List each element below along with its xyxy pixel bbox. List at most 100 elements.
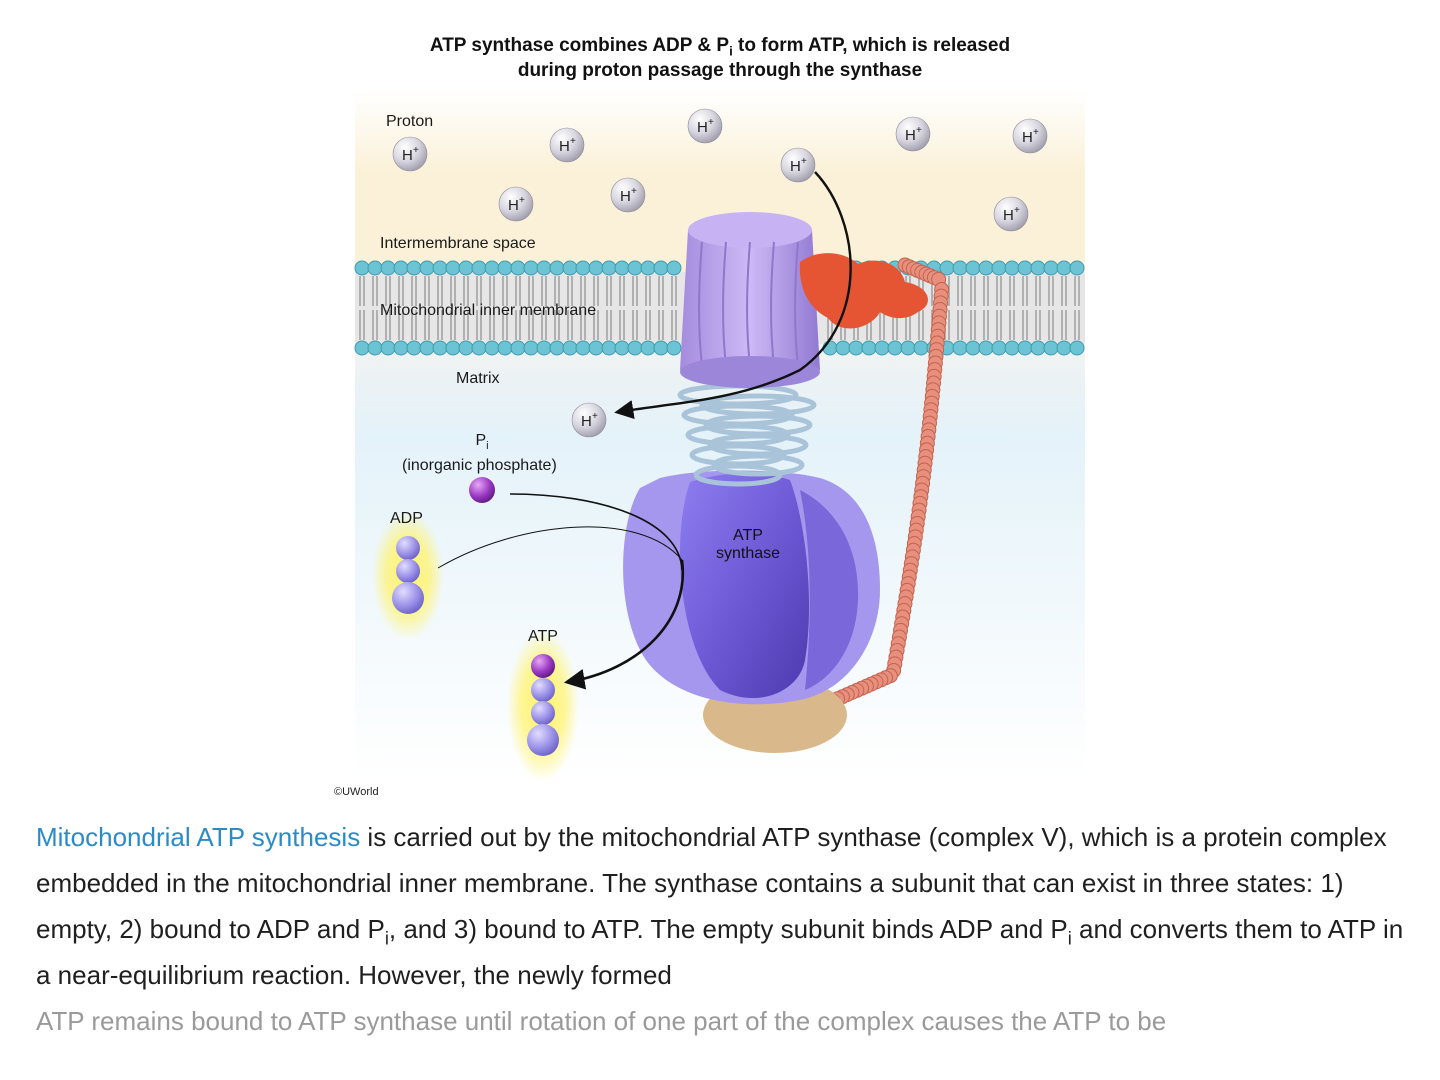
proton-ion: H+ [499, 187, 533, 221]
lipid-head [914, 341, 928, 355]
lipid-head [524, 261, 538, 275]
lipid-head [979, 341, 993, 355]
lipid-head [459, 341, 473, 355]
proton-symbol: H [620, 188, 631, 205]
lipid-head [589, 261, 603, 275]
proton-charge: + [413, 145, 419, 156]
lipid-head [667, 341, 681, 355]
lipid-head [979, 261, 993, 275]
lipid-head [1057, 341, 1071, 355]
nucleotide-bead [531, 678, 555, 702]
lipid-head [901, 341, 915, 355]
proton-label: Proton [386, 113, 433, 131]
lipid-head [849, 341, 863, 355]
atp-label: ATP [528, 628, 558, 646]
lipid-head [563, 341, 577, 355]
lipid-head [485, 261, 499, 275]
proton-symbol: H [508, 197, 519, 214]
lipid-head [355, 341, 369, 355]
proton-ion: H+ [896, 117, 930, 151]
inorganic-phosphate-bead [469, 477, 495, 503]
lipid-head [1031, 341, 1045, 355]
nucleotide-bead [396, 559, 420, 583]
lipid-head [966, 261, 980, 275]
c-ring-rotor [680, 212, 820, 388]
lipid-head [953, 261, 967, 275]
proton-charge: + [519, 195, 525, 206]
lipid-head [1018, 341, 1032, 355]
proton-charge: + [708, 117, 714, 128]
lipid-head [1005, 261, 1019, 275]
lipid-head [368, 341, 382, 355]
pi-name-label: (inorganic phosphate) [402, 457, 557, 475]
lipid-head [563, 261, 577, 275]
proton-symbol: H [905, 127, 916, 144]
lipid-head [992, 261, 1006, 275]
phosphate-bead [531, 654, 555, 678]
proton-ion: H+ [572, 403, 606, 437]
proton-ion: H+ [1013, 119, 1047, 153]
lipid-head [1044, 261, 1058, 275]
proton-symbol: H [790, 158, 801, 175]
lipid-head [537, 261, 551, 275]
proton-symbol: H [1003, 207, 1014, 224]
lipid-head [472, 261, 486, 275]
proton-symbol: H [697, 119, 708, 136]
atp-synthase-diagram: H+H+H+H+H+H+H+H+H+H+ [0, 0, 1440, 800]
lipid-head [953, 341, 967, 355]
lipid-head [381, 261, 395, 275]
mitochondrial-atp-synthesis-link[interactable]: Mitochondrial ATP synthesis [36, 822, 360, 852]
lipid-head [1018, 261, 1032, 275]
lipid-head [368, 261, 382, 275]
proton-charge: + [570, 136, 576, 147]
lipid-head [667, 261, 681, 275]
lipid-head [355, 261, 369, 275]
lipid-head [654, 261, 668, 275]
lipid-head [836, 341, 850, 355]
f1-head [623, 471, 880, 705]
lipid-head [433, 261, 447, 275]
lipid-head [407, 341, 421, 355]
inner-membrane-label: Mitochondrial inner membrane [380, 302, 596, 320]
adp-label: ADP [390, 510, 423, 528]
lipid-head [511, 261, 525, 275]
lipid-head [498, 261, 512, 275]
pi-label: Pi [475, 432, 488, 452]
lipid-head [875, 341, 889, 355]
atp-synthase-figure: H+H+H+H+H+H+H+H+H+H+ ATP synthase combin… [0, 0, 1440, 800]
proton-ion: H+ [781, 148, 815, 182]
lipid-head [407, 261, 421, 275]
lipid-head [433, 341, 447, 355]
proton-ion: H+ [688, 109, 722, 143]
figure-title: ATP synthase combines ADP & Pi to form A… [300, 33, 1140, 83]
proton-ion: H+ [393, 137, 427, 171]
lipid-head [888, 341, 902, 355]
lipid-head [602, 341, 616, 355]
nucleotide-bead [396, 536, 420, 560]
lipid-head [1070, 341, 1084, 355]
lipid-head [654, 341, 668, 355]
proton-charge: + [1014, 205, 1020, 216]
lipid-head [1070, 261, 1084, 275]
lipid-head [446, 261, 460, 275]
explanation-paragraph: Mitochondrial ATP synthesis is carried o… [36, 814, 1406, 1044]
lipid-head [641, 341, 655, 355]
lipid-head [641, 261, 655, 275]
explanation-text: Mitochondrial ATP synthesis is carried o… [36, 814, 1406, 1044]
proton-charge: + [1033, 127, 1039, 138]
lipid-head [498, 341, 512, 355]
proton-charge: + [916, 125, 922, 136]
proton-charge: + [592, 411, 598, 422]
lipid-head [524, 341, 538, 355]
lipid-head [420, 261, 434, 275]
lipid-head [992, 341, 1006, 355]
lipid-head [446, 341, 460, 355]
lipid-head [576, 341, 590, 355]
lipid-head [615, 341, 629, 355]
lipid-head [628, 261, 642, 275]
intermembrane-space-label: Intermembrane space [380, 235, 536, 253]
lipid-head [602, 261, 616, 275]
proton-symbol: H [1022, 129, 1033, 146]
lipid-head [862, 341, 876, 355]
lipid-head [550, 261, 564, 275]
